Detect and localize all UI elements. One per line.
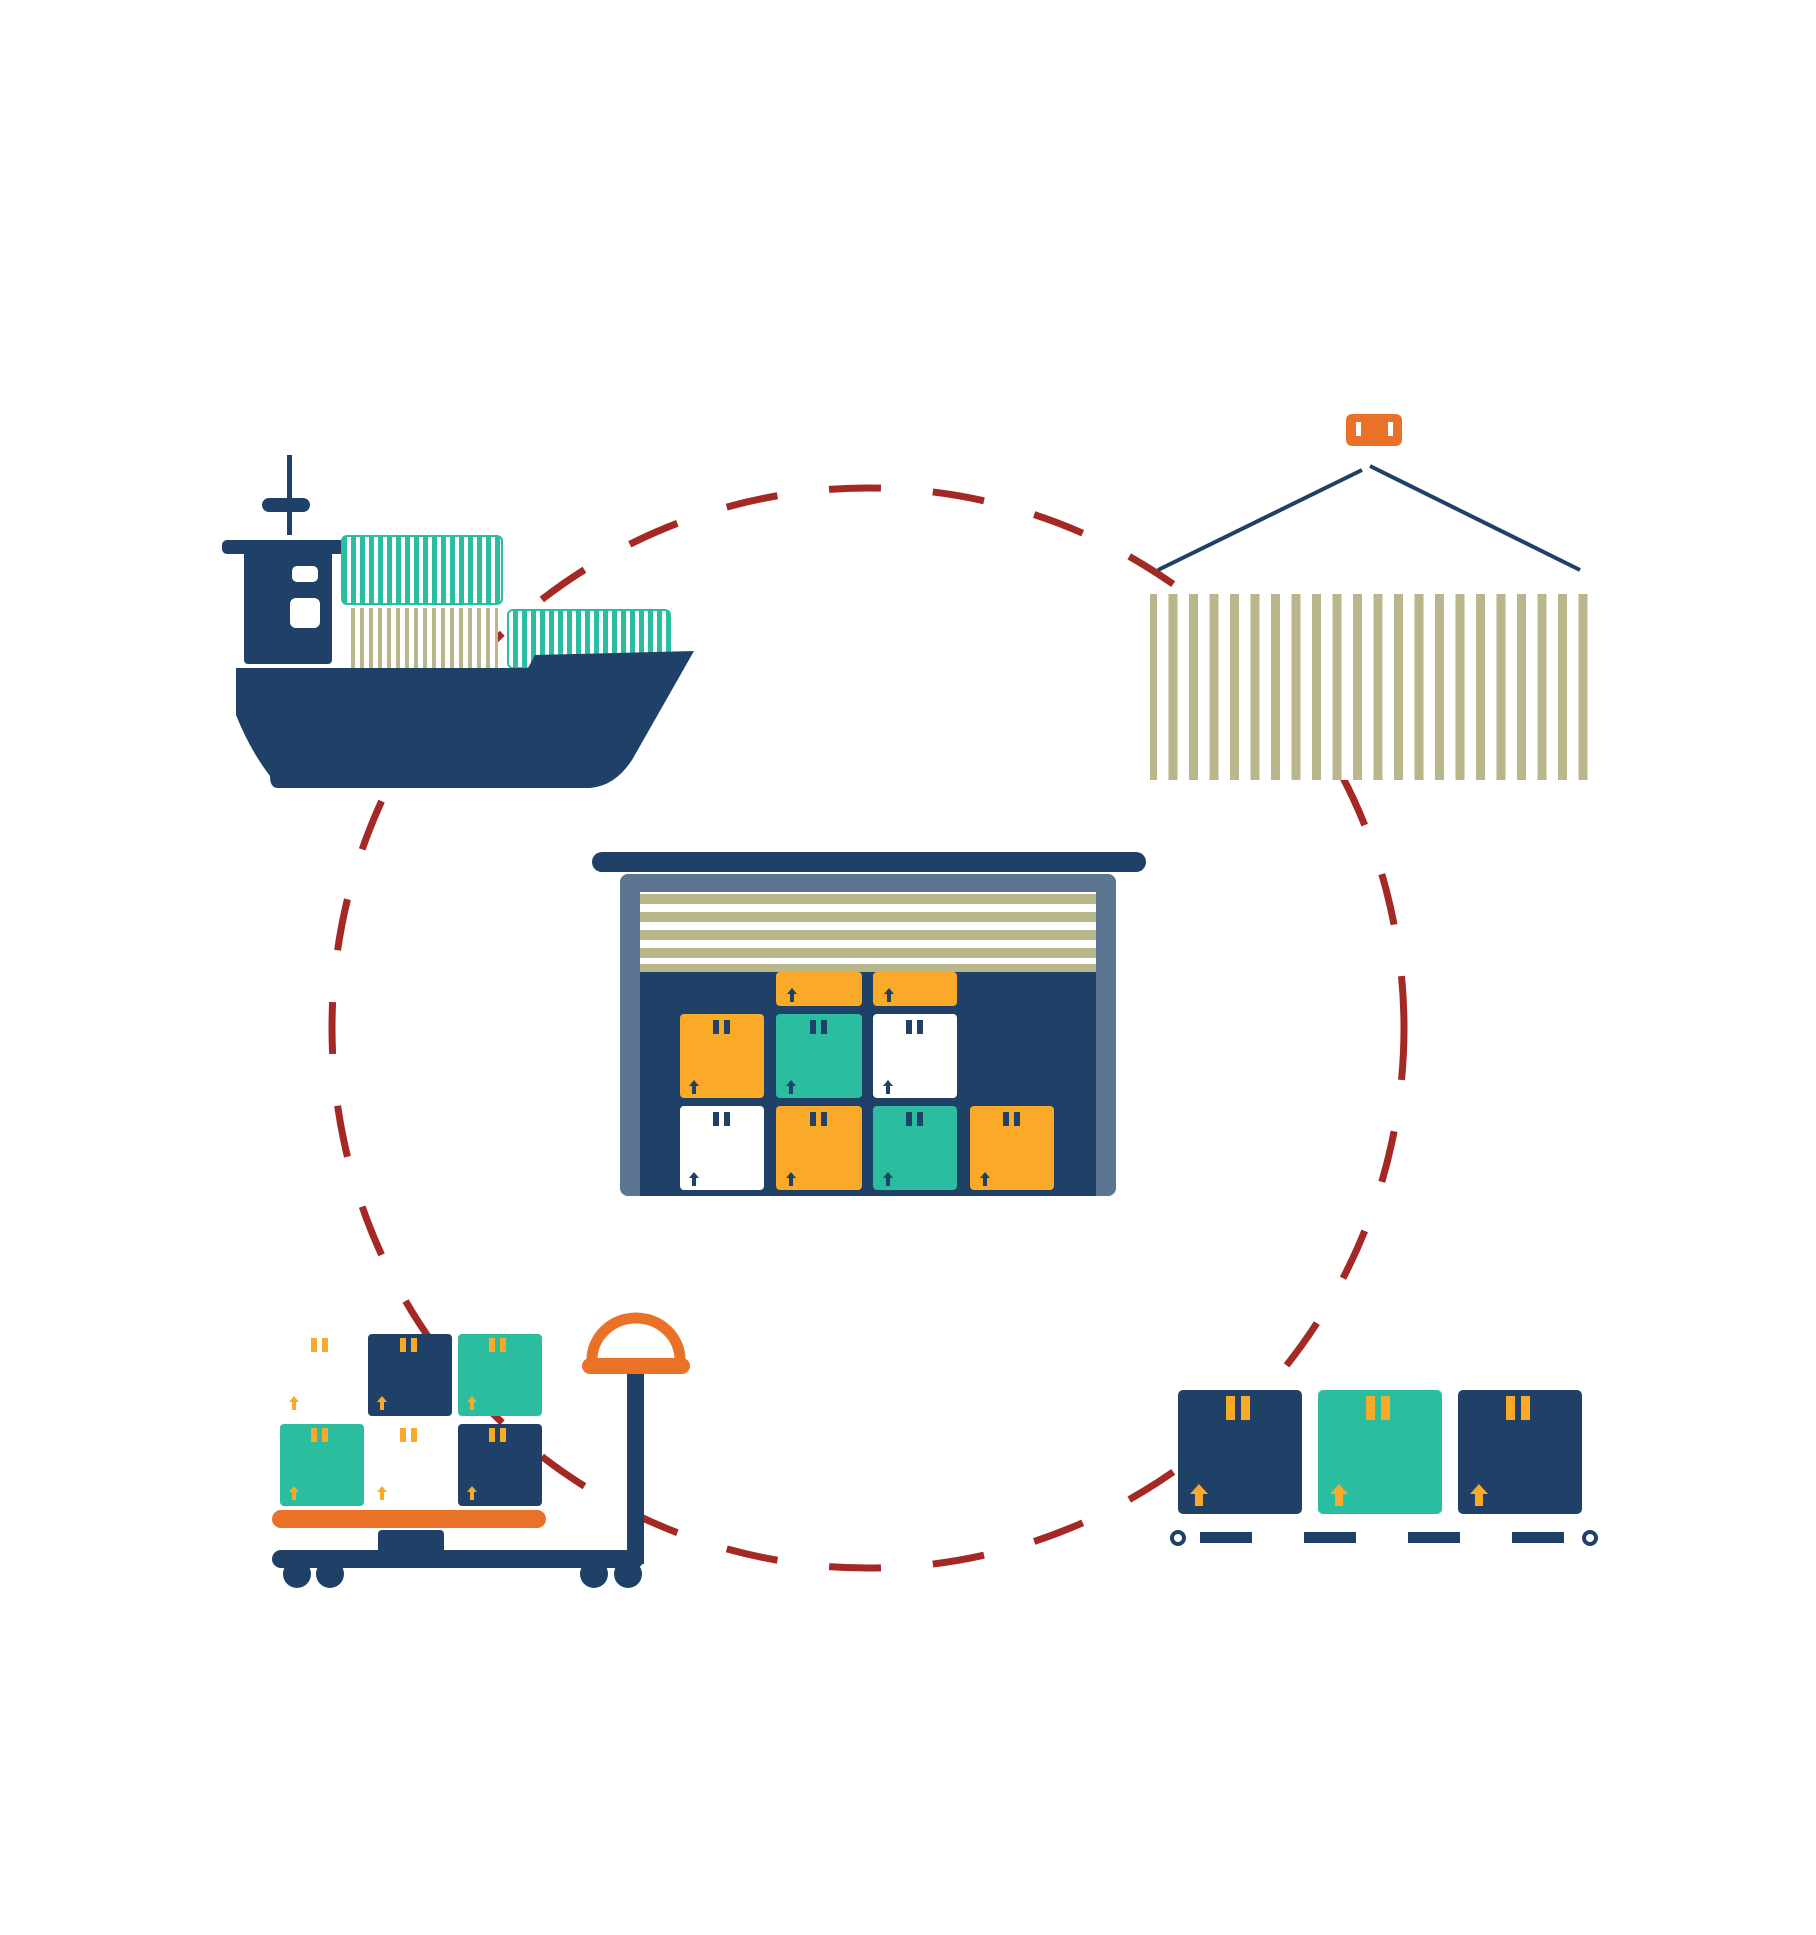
warehouse-box [680,1014,764,1098]
warehouse-box [970,1106,1054,1190]
warehouse-box [680,1106,764,1190]
scale-box [458,1424,542,1506]
conveyor-box [1458,1390,1582,1514]
warehouse-box [873,1106,957,1190]
scale-box [368,1424,452,1506]
scale-box [458,1334,542,1416]
cargo-ship-icon [222,455,694,788]
crane-container-icon [1150,414,1590,780]
warehouse-box [776,1106,862,1190]
scale-box [280,1424,364,1506]
warehouse-icon [592,852,1146,1196]
warehouse-box [776,1014,862,1098]
cycle-path [328,484,1408,1572]
warehouse-box [873,1014,957,1098]
conveyor-box [1178,1390,1302,1514]
conveyor-belt-icon [1170,1390,1598,1546]
platform-scale-icon [272,1312,690,1588]
scale-box [280,1334,364,1416]
conveyor-box [1318,1390,1442,1514]
shutter-door [640,892,1096,972]
scale-box [368,1334,452,1416]
